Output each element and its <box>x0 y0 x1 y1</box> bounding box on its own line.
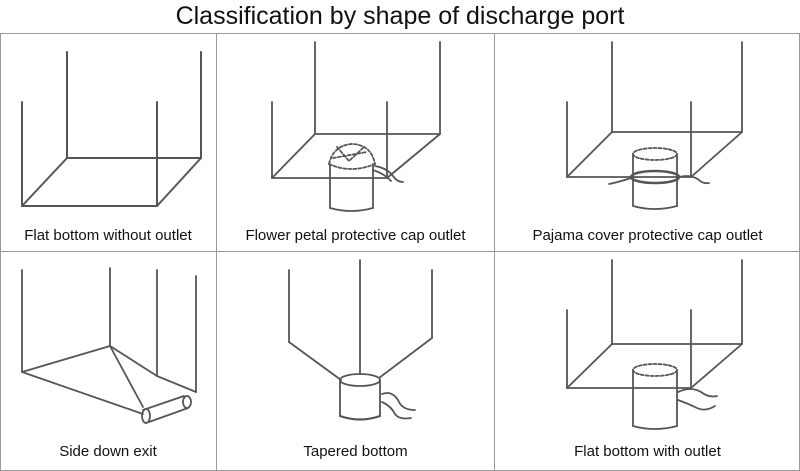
page-title: Classification by shape of discharge por… <box>175 2 625 30</box>
cell-label: Flat bottom with outlet <box>574 443 721 460</box>
flower-petal-cap-bag-illustration <box>271 41 441 212</box>
cell-label: Tapered bottom <box>303 443 408 460</box>
flat-bottom-outlet-bag-illustration <box>566 259 743 430</box>
flat-bottom-bag-illustration <box>21 51 202 207</box>
pajama-cover-cap-bag-illustration <box>566 41 743 210</box>
cell-flower-petal-cap-outlet: Flower petal protective cap outlet <box>217 34 494 251</box>
row-divider <box>0 251 800 252</box>
cell-label: Flower petal protective cap outlet <box>245 227 466 244</box>
side-down-exit-bag-illustration <box>21 267 197 424</box>
cell-side-down-exit: Side down exit <box>0 252 216 471</box>
cell-label: Side down exit <box>59 443 157 460</box>
cell-tapered-bottom: Tapered bottom <box>217 252 494 471</box>
cell-label: Pajama cover protective cap outlet <box>532 227 763 244</box>
column-divider-2 <box>494 33 495 471</box>
column-divider-1 <box>216 33 217 471</box>
tapered-bottom-bag-illustration <box>288 259 433 421</box>
cell-flat-bottom-with-outlet: Flat bottom with outlet <box>495 252 800 471</box>
cell-label: Flat bottom without outlet <box>24 227 192 244</box>
cell-pajama-cover-cap-outlet: Pajama cover protective cap outlet <box>495 34 800 251</box>
cell-flat-bottom-without-outlet: Flat bottom without outlet <box>0 34 216 251</box>
